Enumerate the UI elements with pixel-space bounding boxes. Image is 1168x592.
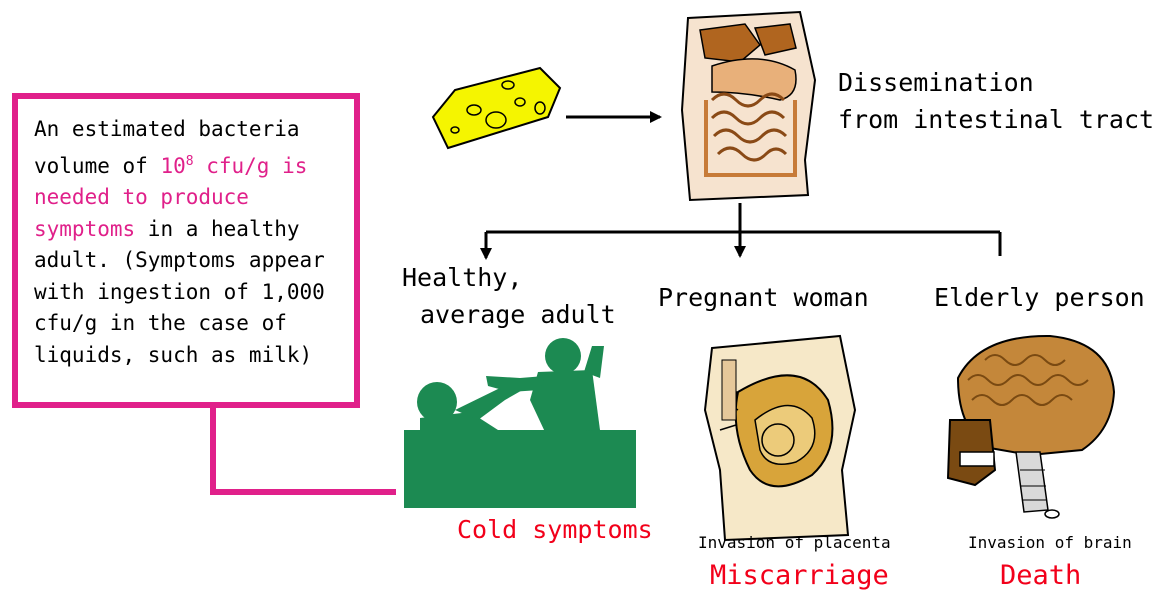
group-adult-line-2: average adult <box>420 302 616 327</box>
brain-skull-icon <box>948 336 1114 518</box>
cheese-icon <box>433 68 560 148</box>
fetus-placenta-icon <box>705 336 855 540</box>
group-pregnant: Pregnant woman <box>658 285 869 310</box>
outcome-elderly: Death <box>1000 562 1081 589</box>
callout-connector <box>213 408 396 492</box>
outcome-adult: Cold symptoms <box>457 517 653 542</box>
outcome-pregnant: Miscarriage <box>710 562 889 589</box>
intestine-icon <box>682 12 815 200</box>
dissemination-line-1: Dissemination <box>838 70 1034 95</box>
caption-elderly: Invasion of brain <box>968 535 1132 551</box>
group-elderly: Elderly person <box>934 285 1145 310</box>
people-silhouette-icon <box>404 338 636 508</box>
group-adult-line-1: Healthy, <box>402 265 522 290</box>
caption-pregnant: Invasion of placenta <box>698 535 891 551</box>
dissemination-line-2: from intestinal tract <box>838 107 1154 132</box>
